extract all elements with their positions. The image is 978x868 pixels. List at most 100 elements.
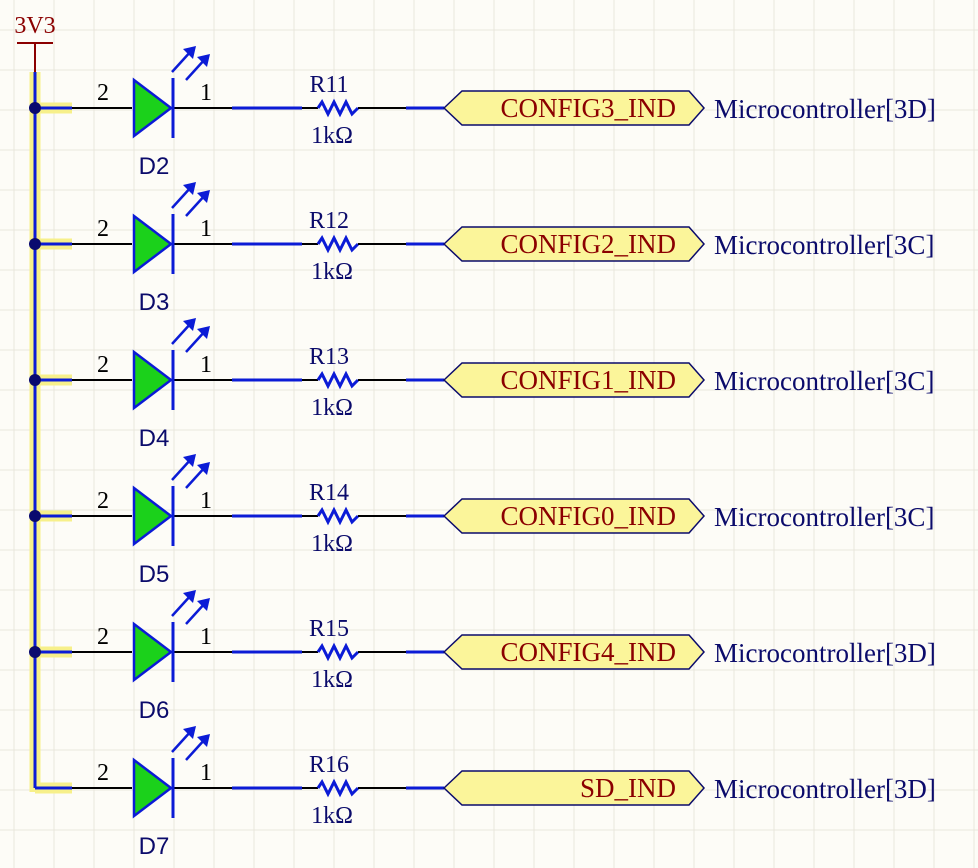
- light-arrow-icon: [185, 734, 210, 761]
- led-cathode-pin-number: 1: [200, 216, 212, 242]
- junction-dot: [29, 102, 41, 114]
- led-cathode-pin-number: 1: [200, 624, 212, 650]
- net-port-shape: [442, 90, 706, 126]
- net-port[interactable]: CONFIG1_IND: [442, 362, 706, 398]
- led-cathode-pin-number: 1: [200, 80, 212, 106]
- junction-dot: [29, 510, 41, 522]
- resistor-designator: R14: [309, 480, 349, 506]
- resistor-zigzag: [316, 506, 360, 526]
- net-port[interactable]: CONFIG0_IND: [442, 498, 706, 534]
- net-port-shape: [442, 770, 706, 806]
- led-cathode-pin-number: 1: [200, 760, 212, 786]
- resistor-zigzag: [316, 642, 360, 662]
- led-anode-pin-number: 2: [97, 760, 109, 786]
- led-anode-pin-number: 2: [97, 488, 109, 514]
- resistor-zigzag: [316, 370, 360, 390]
- led-anode-pin-number: 2: [97, 624, 109, 650]
- led-designator: D3: [139, 289, 170, 316]
- led-designator: D6: [139, 697, 170, 724]
- led-row: 2 1D4 R13 1kΩ CONFIG1_IND Microcontroller[3C]: [29, 318, 934, 452]
- led-symbol[interactable]: [132, 182, 210, 275]
- sheet-reference[interactable]: Microcontroller[3C]: [714, 366, 934, 396]
- resistor-designator: R12: [309, 208, 349, 234]
- light-arrow-icon: [185, 326, 210, 353]
- resistor-value: 1kΩ: [311, 123, 353, 149]
- sheet-reference[interactable]: Microcontroller[3D]: [714, 94, 936, 124]
- led-anode-pin-number: 2: [97, 216, 109, 242]
- resistor-zigzag: [316, 234, 360, 254]
- resistor-symbol[interactable]: [302, 642, 406, 662]
- resistor-value: 1kΩ: [311, 667, 353, 693]
- resistor-symbol[interactable]: [302, 370, 406, 390]
- net-port-label: SD_IND: [580, 773, 676, 803]
- led-symbol[interactable]: [132, 454, 210, 547]
- resistor-symbol[interactable]: [302, 98, 406, 118]
- resistor-value: 1kΩ: [311, 395, 353, 421]
- net-port-shape: [442, 634, 706, 670]
- resistor-symbol[interactable]: [302, 778, 406, 798]
- led-symbol[interactable]: [132, 726, 210, 819]
- net-port[interactable]: CONFIG2_IND: [442, 226, 706, 262]
- net-port-shape: [442, 362, 706, 398]
- light-arrow-icon: [185, 598, 210, 625]
- resistor-zigzag: [316, 778, 360, 798]
- net-port-shape: [442, 498, 706, 534]
- light-arrow-icon: [185, 462, 210, 489]
- net-port-label: CONFIG1_IND: [501, 365, 677, 395]
- sheet-reference[interactable]: Microcontroller[3D]: [714, 638, 936, 668]
- junction-dot: [29, 646, 41, 658]
- light-arrow-icon: [185, 54, 210, 81]
- light-arrow-icon: [171, 46, 196, 73]
- resistor-designator: R15: [309, 616, 349, 642]
- led-row: 2 1D3 R12 1kΩ CONFIG2_IND Microcontroller[3C]: [29, 182, 934, 316]
- net-port-label: CONFIG0_IND: [501, 501, 677, 531]
- led-triangle: [132, 213, 174, 275]
- net-port[interactable]: CONFIG4_IND: [442, 634, 706, 670]
- light-arrow-icon: [171, 318, 196, 345]
- led-triangle: [132, 77, 174, 139]
- led-anode-pin-number: 2: [97, 80, 109, 106]
- light-arrow-icon: [171, 590, 196, 617]
- led-designator: D7: [139, 833, 170, 860]
- power-port-3v3[interactable]: 3V3: [14, 13, 56, 72]
- led-designator: D5: [139, 561, 170, 588]
- resistor-designator: R11: [309, 72, 348, 98]
- led-triangle: [132, 485, 174, 547]
- led-triangle: [132, 349, 174, 411]
- led-designator: D2: [139, 153, 170, 180]
- led-symbol[interactable]: [132, 318, 210, 411]
- led-symbol[interactable]: [132, 46, 210, 139]
- sheet-reference[interactable]: Microcontroller[3D]: [714, 774, 936, 804]
- net-port[interactable]: SD_IND: [442, 770, 706, 806]
- resistor-designator: R13: [309, 344, 349, 370]
- net-port-label: CONFIG2_IND: [501, 229, 677, 259]
- led-designator: D4: [139, 425, 170, 452]
- led-cathode-pin-number: 1: [200, 352, 212, 378]
- net-port[interactable]: CONFIG3_IND: [442, 90, 706, 126]
- net-port-label: CONFIG4_IND: [501, 637, 677, 667]
- led-triangle: [132, 757, 174, 819]
- light-arrow-icon: [171, 726, 196, 753]
- junction-dot: [29, 238, 41, 250]
- resistor-symbol[interactable]: [302, 234, 406, 254]
- net-port-label: CONFIG3_IND: [501, 93, 677, 123]
- net-port-shape: [442, 226, 706, 262]
- led-triangle: [132, 621, 174, 683]
- sheet-reference[interactable]: Microcontroller[3C]: [714, 230, 934, 260]
- led-row: 2 1D6 R15 1kΩ CONFIG4_IND Microcontroller[3D]: [29, 590, 936, 724]
- junction-dot: [29, 374, 41, 386]
- light-arrow-icon: [185, 190, 210, 217]
- resistor-value: 1kΩ: [311, 259, 353, 285]
- resistor-value: 1kΩ: [311, 803, 353, 829]
- light-arrow-icon: [171, 182, 196, 209]
- resistor-symbol[interactable]: [302, 506, 406, 526]
- light-arrow-icon: [171, 454, 196, 481]
- led-cathode-pin-number: 1: [200, 488, 212, 514]
- led-symbol[interactable]: [132, 590, 210, 683]
- sheet-reference[interactable]: Microcontroller[3C]: [714, 502, 934, 532]
- led-anode-pin-number: 2: [97, 352, 109, 378]
